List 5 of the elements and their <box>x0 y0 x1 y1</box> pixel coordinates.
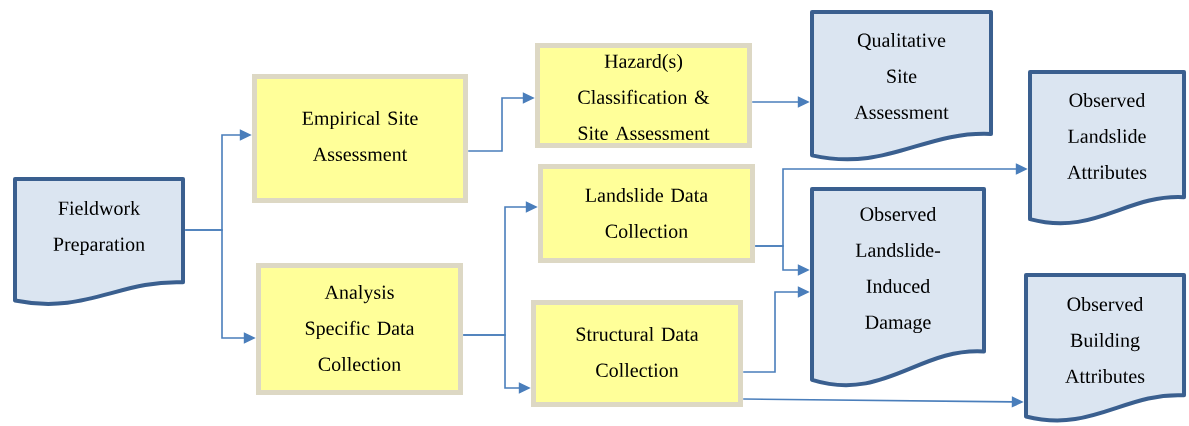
process-box: Hazard(s) Classification & Site Assessment <box>535 43 752 148</box>
process-box: Empirical Site Assessment <box>252 74 468 203</box>
process-box: Analysis Specific Data Collection <box>256 263 463 395</box>
process-box: Structural Data Collection <box>531 300 743 407</box>
process-box: Landslide Data Collection <box>538 164 755 263</box>
